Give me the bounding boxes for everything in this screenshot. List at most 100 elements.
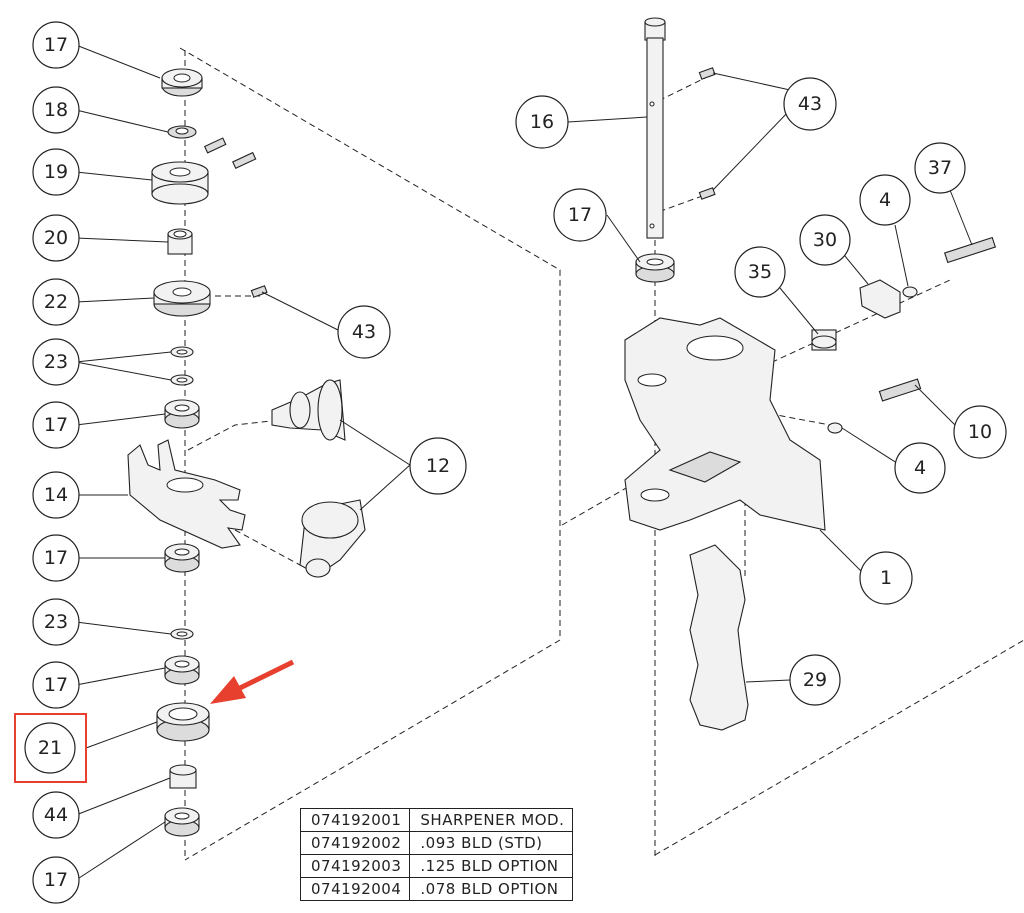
description-cell: .093 BLD (STD) bbox=[409, 831, 574, 855]
svg-text:12: 12 bbox=[426, 455, 450, 477]
part-number-table: 074192001 SHARPENER MOD. 074192002 .093 … bbox=[299, 808, 574, 901]
table-row: 074192001 SHARPENER MOD. bbox=[299, 808, 574, 832]
set-screw-43-left bbox=[250, 285, 268, 298]
svg-text:23: 23 bbox=[44, 351, 68, 373]
callout-17b: 17 bbox=[32, 401, 80, 449]
screws-19 bbox=[203, 137, 257, 170]
part-17-bearing-3 bbox=[164, 543, 200, 573]
part-16-shaft bbox=[644, 17, 666, 239]
callout-20: 20 bbox=[32, 214, 80, 262]
svg-text:44: 44 bbox=[44, 804, 68, 826]
svg-text:17: 17 bbox=[44, 674, 68, 696]
svg-text:14: 14 bbox=[44, 484, 68, 506]
svg-text:4: 4 bbox=[879, 189, 891, 211]
svg-text:37: 37 bbox=[928, 157, 952, 179]
svg-text:20: 20 bbox=[44, 227, 68, 249]
svg-text:4: 4 bbox=[914, 457, 926, 479]
callout-12: 12 bbox=[409, 437, 467, 495]
part-10-screw bbox=[878, 378, 922, 402]
callout-10: 10 bbox=[953, 405, 1007, 459]
svg-text:16: 16 bbox=[530, 111, 554, 133]
svg-text:43: 43 bbox=[798, 93, 822, 115]
svg-text:17: 17 bbox=[44, 414, 68, 436]
svg-text:1: 1 bbox=[880, 567, 892, 589]
description-cell: .078 BLD OPTION bbox=[409, 877, 574, 901]
table-row: 074192002 .093 BLD (STD) bbox=[299, 831, 574, 855]
callout-30: 30 bbox=[799, 214, 851, 266]
part-1-housing bbox=[624, 317, 826, 531]
part-4-washer-top bbox=[902, 286, 918, 298]
part-17-bearing-2 bbox=[164, 399, 200, 429]
part-4-washer-lower bbox=[827, 422, 843, 434]
highlight-box bbox=[14, 713, 87, 783]
svg-text:35: 35 bbox=[748, 261, 772, 283]
part-44-spacer bbox=[169, 764, 197, 789]
table-row: 074192004 .078 BLD OPTION bbox=[299, 877, 574, 901]
svg-text:43: 43 bbox=[352, 321, 376, 343]
svg-text:19: 19 bbox=[44, 161, 68, 183]
description-cell: .125 BLD OPTION bbox=[409, 854, 574, 878]
svg-text:23: 23 bbox=[44, 611, 68, 633]
callout-22: 22 bbox=[32, 278, 80, 326]
callout-14: 14 bbox=[32, 471, 80, 519]
dashed-boundary bbox=[179, 47, 1024, 861]
svg-text:21: 21 bbox=[38, 737, 62, 759]
callout-23b: 23 bbox=[32, 598, 80, 646]
callout-35: 35 bbox=[734, 246, 786, 298]
callout-44: 44 bbox=[32, 791, 80, 839]
callout-17d: 17 bbox=[32, 661, 80, 709]
part-number-cell: 074192003 bbox=[299, 854, 411, 878]
part-number-cell: 074192004 bbox=[299, 877, 411, 901]
part-12-rollers bbox=[271, 379, 366, 578]
callout-18: 18 bbox=[32, 86, 80, 134]
callout-17f: 17 bbox=[553, 188, 607, 242]
part-23-washers bbox=[170, 346, 194, 386]
right-assembly-parts bbox=[624, 17, 997, 731]
table-row: 074192003 .125 BLD OPTION bbox=[299, 854, 574, 878]
callout-43a: 43 bbox=[337, 305, 391, 359]
part-17-bearing-right bbox=[635, 253, 675, 283]
part-23-washer-lower bbox=[170, 628, 194, 640]
callout-17a: 17 bbox=[32, 21, 80, 69]
callout-4b: 4 bbox=[894, 442, 946, 494]
part-20-spacer bbox=[167, 228, 193, 255]
part-14-fork bbox=[127, 439, 246, 549]
callout-16: 16 bbox=[515, 95, 569, 149]
part-18-washer bbox=[167, 125, 197, 139]
set-screws-43-right bbox=[698, 67, 716, 200]
svg-text:17: 17 bbox=[44, 547, 68, 569]
part-17-bearing-top bbox=[161, 68, 203, 97]
callout-19: 19 bbox=[32, 148, 80, 196]
svg-text:17: 17 bbox=[568, 204, 592, 226]
part-35-spacer bbox=[811, 329, 837, 351]
part-19-collar bbox=[151, 161, 209, 205]
red-arrow-icon bbox=[210, 659, 295, 704]
description-cell: SHARPENER MOD. bbox=[409, 808, 574, 832]
callout-1: 1 bbox=[859, 551, 913, 605]
callout-21: 21 bbox=[24, 722, 76, 774]
callout-29: 29 bbox=[789, 654, 841, 706]
part-21-ring bbox=[156, 702, 210, 742]
svg-text:22: 22 bbox=[44, 291, 68, 313]
leader-lines bbox=[75, 44, 973, 881]
part-17-bearing-bottom bbox=[164, 807, 200, 837]
svg-text:10: 10 bbox=[968, 421, 992, 443]
svg-text:18: 18 bbox=[44, 99, 68, 121]
callout-43b: 43 bbox=[783, 77, 837, 131]
svg-text:29: 29 bbox=[803, 669, 827, 691]
svg-text:17: 17 bbox=[44, 869, 68, 891]
svg-text:17: 17 bbox=[44, 34, 68, 56]
callout-4a: 4 bbox=[859, 174, 911, 226]
callout-23a: 23 bbox=[32, 338, 80, 386]
part-30-bracket bbox=[859, 279, 901, 319]
part-29-blade-guide bbox=[689, 544, 749, 731]
callout-17c: 17 bbox=[32, 534, 80, 582]
part-37-screw bbox=[943, 236, 997, 264]
part-17-bearing-4 bbox=[164, 655, 200, 685]
left-stack-parts bbox=[127, 68, 366, 837]
callout-37: 37 bbox=[914, 142, 966, 194]
callout-17e: 17 bbox=[32, 856, 80, 904]
part-22-pulley bbox=[153, 280, 211, 317]
svg-text:30: 30 bbox=[813, 229, 837, 251]
